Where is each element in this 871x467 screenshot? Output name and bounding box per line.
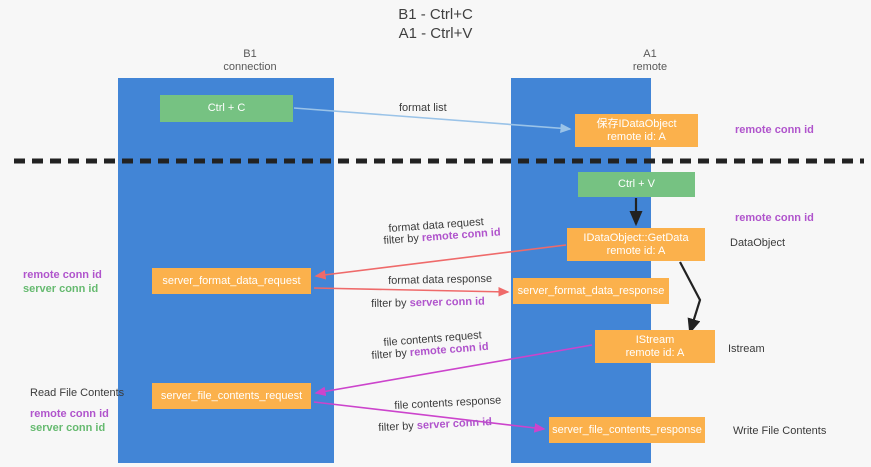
- annotation-read-file-contents: Read File Contents: [30, 387, 125, 399]
- annotation-remote-conn-id-top: remote conn id: [735, 124, 814, 136]
- filter-prefix: filter by: [383, 232, 423, 247]
- annotation-left-conn-ids-2: Read File Contents remote conn id server…: [30, 386, 124, 435]
- arrow-format-data-response: [313, 287, 510, 297]
- column-header-a1: A1 remote: [632, 48, 668, 73]
- annotation-remote-conn-id: remote conn id: [30, 408, 109, 420]
- annotation-dataobject: DataObject: [730, 237, 786, 249]
- label-format-data-response-filter: filter by server conn id: [371, 295, 485, 312]
- box-server-file-contents-request[interactable]: server_file_contents_request: [152, 383, 311, 409]
- filter-key-server-conn-id: server conn id: [416, 416, 493, 432]
- filter-key-server-conn-id: server conn id: [409, 295, 485, 310]
- annotation-server-conn-id: server conn id: [30, 422, 106, 434]
- filter-prefix: filter by: [371, 346, 411, 362]
- label-file-contents-response-filter: filter by server conn id: [378, 415, 492, 436]
- box-server-format-data-response[interactable]: server_format_data_response: [513, 278, 669, 304]
- annotation-left-conn-ids-1: remote conn id server conn id: [23, 268, 102, 296]
- annotation-server-conn-id: server conn id: [23, 283, 99, 295]
- annotation-remote-conn-id-mid: remote conn id: [735, 212, 814, 224]
- box-save-idataobject[interactable]: 保存IDataObject remote id: A: [575, 114, 698, 147]
- column-header-b1: B1 connection: [223, 48, 277, 73]
- label-format-list: format list: [399, 102, 447, 114]
- box-ctrl-c[interactable]: Ctrl + C: [160, 95, 293, 122]
- annotation-istream: Istream: [728, 343, 765, 355]
- arrow-getdata-to-istream: [679, 261, 702, 335]
- label-format-data-response: format data response: [388, 272, 493, 287]
- annotation-remote-conn-id: remote conn id: [23, 269, 102, 281]
- filter-prefix: filter by: [371, 297, 410, 310]
- box-idataobject-getdata[interactable]: IDataObject::GetData remote id: A: [567, 228, 705, 261]
- box-ctrl-v[interactable]: Ctrl + V: [578, 172, 695, 197]
- label-file-contents-response: file contents response: [394, 394, 502, 412]
- box-istream[interactable]: IStream remote id: A: [595, 330, 715, 363]
- box-server-file-contents-response[interactable]: server_file_contents_response: [549, 417, 705, 443]
- annotation-write-file-contents: Write File Contents: [733, 425, 827, 437]
- filter-prefix: filter by: [378, 419, 418, 434]
- page-title: B1 - Ctrl+C A1 - Ctrl+V: [398, 6, 473, 42]
- box-server-format-data-request[interactable]: server_format_data_request: [152, 268, 311, 294]
